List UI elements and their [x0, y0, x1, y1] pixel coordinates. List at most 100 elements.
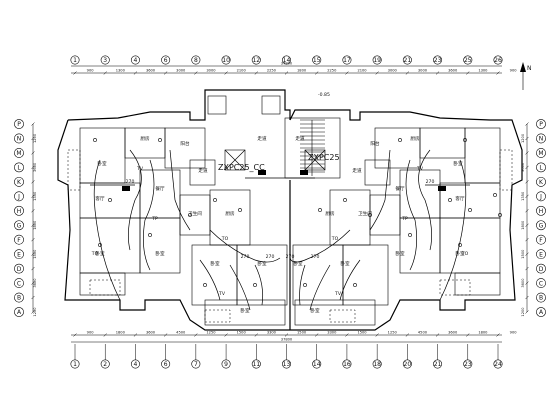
side-dim-value: 1200: [33, 307, 37, 317]
axis-bubble: [536, 191, 546, 202]
axis-letter: L: [17, 165, 21, 172]
outlet-symbol: [158, 138, 162, 142]
dim-tick: [466, 333, 470, 337]
axis-bubble: [536, 307, 546, 317]
dim-tick: [194, 333, 198, 337]
left-axis-bubbles: PNMLKJHGFEDCBA12003600135018001500360012…: [14, 119, 37, 317]
axis-number: 23: [464, 361, 472, 368]
room-partition: [342, 244, 389, 306]
room-label: 卫生间: [188, 210, 202, 217]
dim-tick: [525, 281, 529, 285]
room-label: 餐厅: [395, 185, 405, 192]
side-dim-value: 1500: [521, 249, 525, 259]
room-label: 卧室: [240, 307, 250, 314]
axis-letter: A: [17, 309, 22, 316]
outlet-symbol: [343, 198, 347, 202]
axis-number: 25: [464, 57, 472, 64]
axis-bubble: [402, 359, 412, 369]
balcony-edge: [67, 149, 81, 191]
balcony-edge: [329, 309, 356, 323]
axis-bubble: [161, 55, 171, 65]
dim-tick: [31, 180, 35, 184]
axis-letter: H: [539, 208, 544, 215]
axis-bubble: [312, 359, 322, 369]
axis-letter: M: [538, 150, 543, 157]
room-partition: [454, 272, 501, 296]
dim-value: 3600: [146, 331, 156, 335]
room-label: 卧室: [257, 260, 267, 267]
axis-number: 4: [134, 361, 138, 368]
circuit-run: [128, 149, 142, 251]
wiring-tag: TP: [151, 216, 158, 222]
room-partition: [204, 299, 286, 326]
axis-bubble: [130, 359, 140, 369]
dim-value: 1800: [478, 331, 488, 335]
axis-bubble: [536, 205, 546, 216]
dim-value: 3300: [267, 331, 277, 335]
dim-tick: [31, 238, 35, 242]
outlet-symbol: [108, 198, 112, 202]
axis-bubble: [14, 278, 24, 288]
axis-number: 19: [373, 57, 381, 64]
axis-number: 2: [103, 361, 107, 368]
axis-letter: P: [539, 121, 543, 128]
axis-number: 17: [343, 57, 351, 64]
circuit-run: [199, 259, 221, 301]
axis-bubble: [536, 133, 546, 144]
dim-tick: [133, 333, 138, 337]
axis-bubble: [191, 359, 201, 369]
axis-letter: K: [17, 179, 22, 186]
dim-tick: [405, 71, 410, 75]
dim-tick: [31, 151, 35, 155]
dim-value: 3000: [176, 69, 186, 73]
dim-tick: [163, 333, 168, 337]
dim-value: 2250: [267, 69, 277, 73]
room-label: 走道: [295, 135, 305, 142]
dim-value: 3000: [206, 69, 216, 73]
axis-number: 6: [164, 57, 168, 64]
axis-bubble: [14, 176, 24, 187]
outlet-symbol: [448, 198, 452, 202]
elevator-shaft: [224, 149, 246, 171]
outlet-symbol: [468, 208, 472, 212]
room-partition: [292, 244, 344, 306]
dim-tick: [525, 122, 529, 126]
elevator-shaft: [304, 149, 326, 171]
dim-tick: [224, 71, 228, 75]
dim-value: 900: [510, 69, 518, 73]
axis-letter: M: [16, 150, 21, 157]
north-arrow: N: [520, 62, 532, 90]
circuit-run: [418, 149, 432, 251]
room-partition: [399, 217, 441, 274]
dim-value: 2100: [357, 69, 367, 73]
axis-number: 8: [194, 57, 198, 64]
shaft-left: [207, 95, 227, 115]
axis-bubble: [463, 359, 473, 369]
outlet-symbol: [493, 193, 497, 197]
room-label: 厨房: [325, 210, 335, 217]
right-axis-bubbles: PNMLKJHGFEDCBA12003600135018001500360012…: [521, 119, 546, 317]
axis-letter: G: [539, 222, 544, 229]
dim-tick: [525, 151, 529, 155]
axis-number: 1: [73, 361, 77, 368]
outline-top-right: [289, 109, 491, 121]
axis-bubble: [536, 278, 546, 288]
outlet-symbol: [253, 283, 257, 287]
shaft-right: [261, 95, 281, 115]
outlet-symbol: [238, 208, 242, 212]
room-label: 阳台: [370, 140, 380, 147]
axis-number: 4: [134, 57, 138, 64]
room-label: 阳台: [180, 140, 190, 147]
side-dim-value: 1350: [521, 191, 525, 201]
outlet-symbol: [303, 283, 307, 287]
axis-number: 15: [313, 57, 321, 64]
room-partition: [189, 159, 216, 186]
side-dim-value: 3600: [521, 162, 525, 172]
room-label: 卧室: [210, 260, 220, 267]
dim-total: 37800: [281, 62, 293, 66]
axis-letter: G: [17, 222, 22, 229]
dim-total: 37800: [281, 338, 293, 342]
axis-bubble: [372, 55, 382, 65]
dim-value: 1800: [297, 69, 307, 73]
